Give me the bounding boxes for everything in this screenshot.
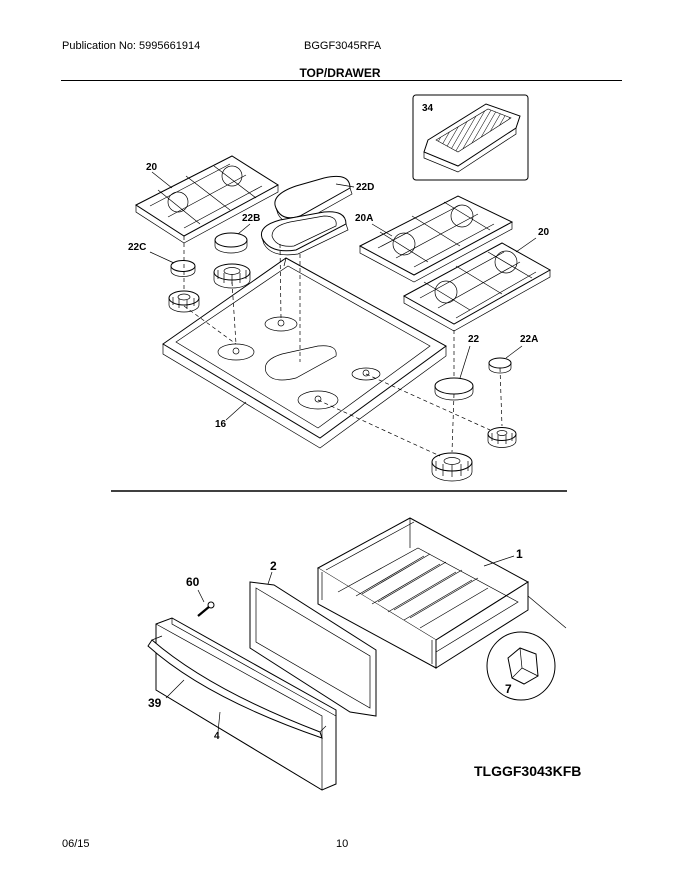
callout-7: 7: [505, 682, 512, 696]
drawer-panel-2: 2: [249, 559, 377, 717]
griddle-part: 34: [412, 94, 529, 181]
callout-60: 60: [186, 575, 200, 589]
footer-date: 06/15: [62, 838, 90, 850]
burner-head-large-right: [431, 452, 473, 482]
callout-22A: 22A: [520, 334, 538, 345]
callout-20A: 20A: [355, 213, 373, 224]
callout-34: 34: [422, 103, 434, 114]
callout-20-left: 20: [146, 162, 158, 173]
drawer-body-1: 1: [316, 517, 529, 669]
burner-head-small-left: [168, 290, 200, 313]
alignment-lines-top: [183, 236, 503, 457]
burner-cap-22C: 22C: [128, 242, 196, 277]
burner-head-small-right: [487, 427, 517, 448]
callout-22B: 22B: [242, 213, 260, 224]
drawer-handle-39: 39: [147, 635, 327, 739]
callout-39: 39: [148, 696, 162, 710]
screw-60: 60: [186, 575, 215, 617]
callout-1: 1: [516, 547, 523, 561]
burner-head-medium-left: [213, 263, 251, 289]
callout-22C: 22C: [128, 242, 146, 253]
drawer-glide-7: 7: [486, 595, 567, 701]
section-title: TOP/DRAWER: [299, 66, 381, 80]
callout-16: 16: [215, 419, 227, 430]
cooktop-16: 16: [162, 257, 447, 449]
callout-4: 4: [214, 731, 220, 742]
publication-number: Publication No: 5995661914: [62, 40, 201, 52]
burner-cap-22A: 22A: [488, 334, 538, 374]
callout-22D: 22D: [356, 182, 374, 193]
burner-cap-22B: 22B: [214, 213, 260, 254]
callout-2: 2: [270, 559, 277, 573]
burner-cap-22: 22: [434, 334, 480, 401]
page-number: 10: [336, 838, 349, 850]
oval-burner: [260, 211, 349, 256]
model-number: BGGF3045RFA: [304, 40, 382, 52]
callout-22: 22: [468, 334, 480, 345]
header-rule: [61, 80, 622, 81]
callout-20-right: 20: [538, 227, 550, 238]
grate-center: 20A: [355, 195, 514, 283]
grate-left: 20: [134, 155, 279, 244]
diagram-code: TLGGF3043KFB: [474, 763, 581, 779]
